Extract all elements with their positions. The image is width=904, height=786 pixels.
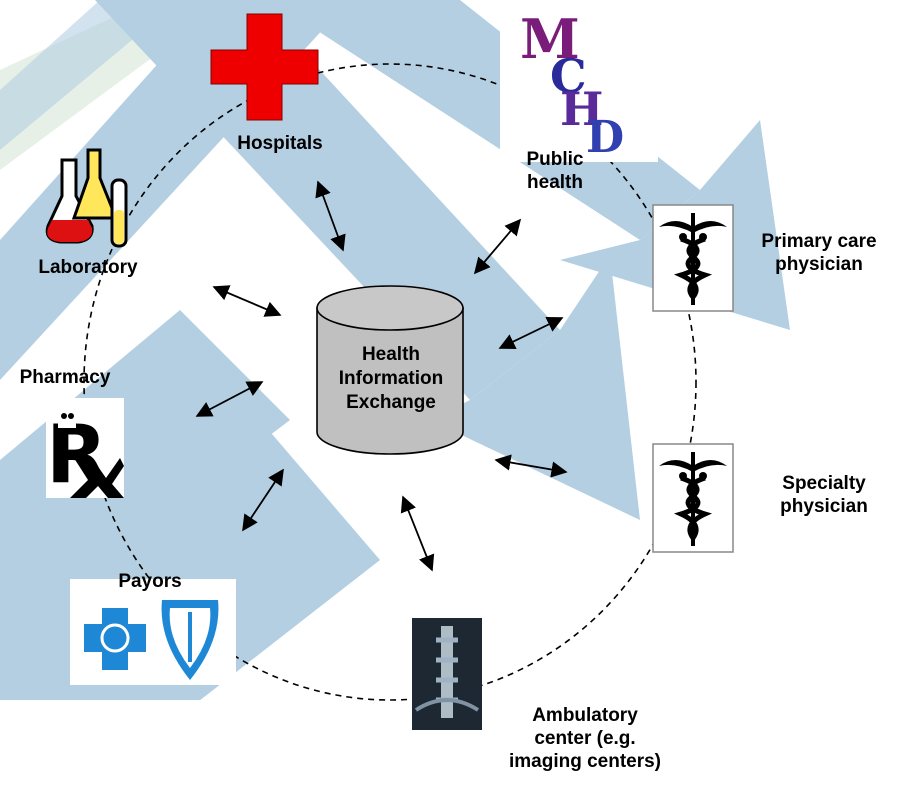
rx-icon: R xyxy=(46,398,124,501)
link-pharmacy xyxy=(195,381,264,417)
hospitals-label: Hospitals xyxy=(237,133,323,154)
caduceus-icon xyxy=(652,443,734,553)
blue-cross-blue-shield-icon xyxy=(70,579,236,685)
laboratory-label: Laboratory xyxy=(38,257,138,278)
link-public-health xyxy=(473,218,522,275)
hie-label: Health Information Exchange xyxy=(338,344,444,413)
svg-text:D: D xyxy=(586,112,624,163)
link-ambulatory xyxy=(400,495,435,572)
svg-text:C: C xyxy=(550,49,587,103)
svg-text:H: H xyxy=(560,82,603,136)
red-cross-icon xyxy=(210,13,319,121)
ambulatory-label: Ambulatory center (e.g. imaging centers) xyxy=(508,705,662,772)
svg-text:R: R xyxy=(46,408,108,501)
pharmacy-label: Pharmacy xyxy=(19,367,111,388)
link-hospitals xyxy=(315,180,346,252)
xray-icon xyxy=(412,618,482,730)
link-primary-care xyxy=(498,317,564,349)
svg-text:M: M xyxy=(520,7,580,71)
link-laboratory xyxy=(212,285,282,317)
payors-label: Payors xyxy=(118,571,182,592)
network-ring xyxy=(83,63,697,701)
specialty-label: Specialty physician xyxy=(780,473,868,517)
mchd-logo-icon: M C H D xyxy=(500,0,658,163)
caduceus-icon xyxy=(652,204,734,312)
link-specialty xyxy=(494,454,568,478)
public-health-label: Public health xyxy=(526,149,584,193)
lab-flask-icon xyxy=(45,148,128,248)
primary-care-label: Primary care physician xyxy=(761,231,877,275)
database-cylinder-icon xyxy=(316,285,464,455)
link-payors xyxy=(242,468,284,532)
